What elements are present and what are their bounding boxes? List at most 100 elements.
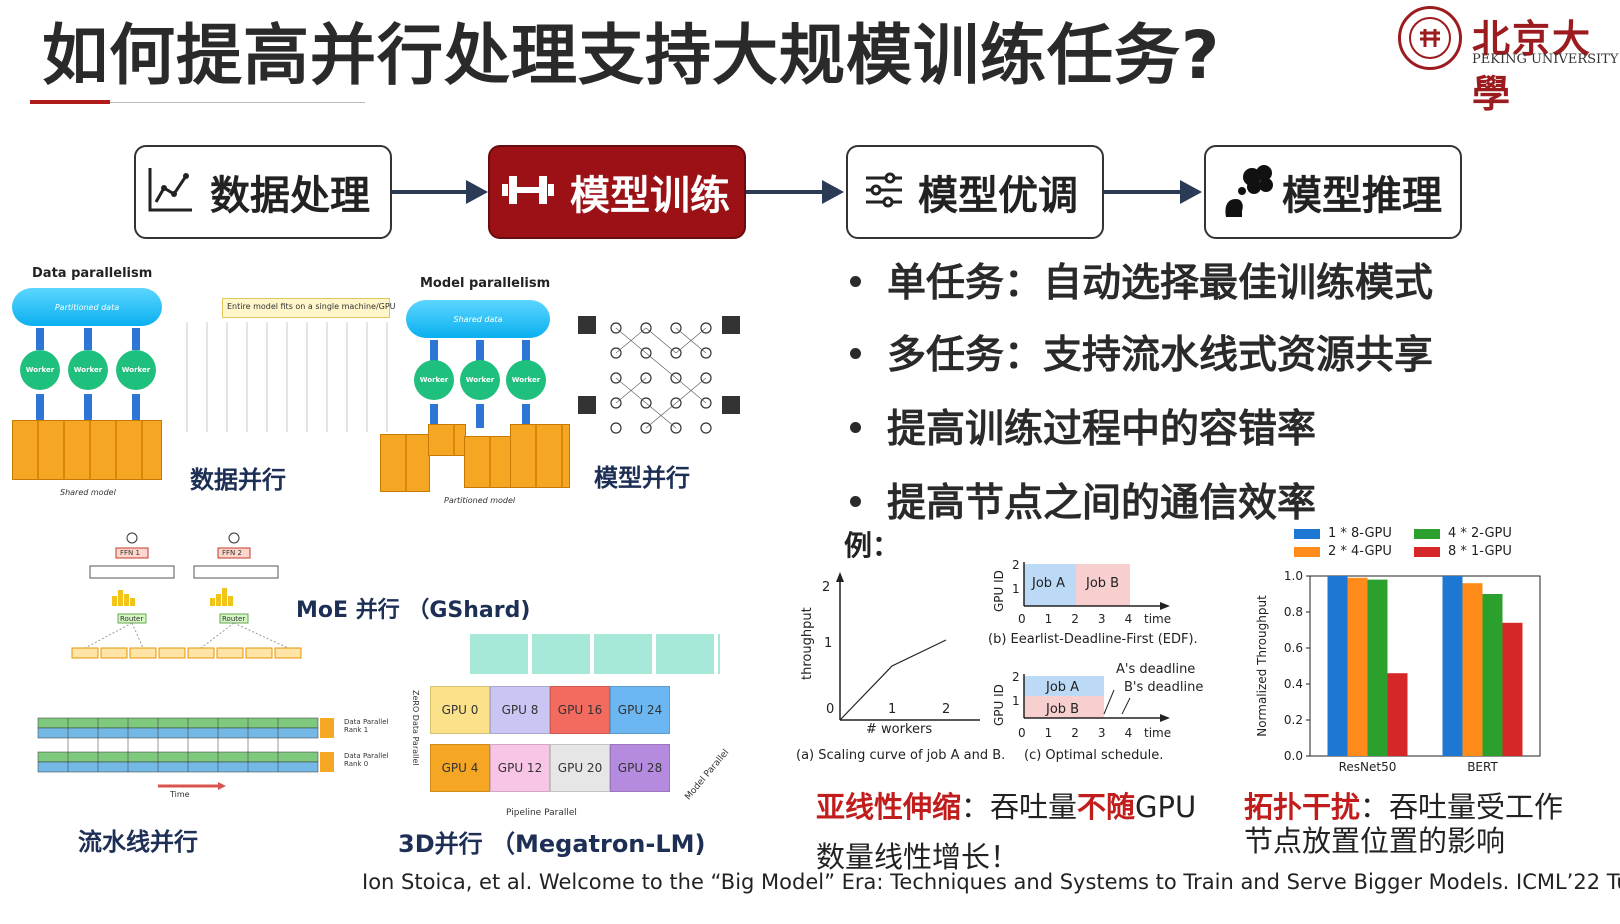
plot-caption: (c) Optimal schedule. — [1024, 748, 1164, 763]
sublinear-note: 亚线性伸缩：吞吐量不随GPU — [816, 790, 1197, 824]
rank-label: Data Parallel Rank 1 — [344, 718, 389, 734]
axis-label: GPU ID — [992, 684, 1006, 726]
job-a-label: Job A — [1046, 680, 1080, 695]
plot-caption: (a) Scaling curve of job A and B. — [796, 748, 1006, 763]
y-axis-label: Normalized Throughput — [1255, 595, 1269, 737]
down-arrow — [430, 340, 438, 362]
model-parallel-diagram: Model parallelism Shared data Worker Wor… — [380, 274, 740, 514]
shared-data-cylinder: Shared data — [406, 300, 550, 338]
time-label: Time — [170, 790, 190, 799]
diagram-heading: Data parallelism — [32, 266, 153, 281]
ffn-label: FFN 1 — [120, 549, 140, 557]
diagram-caption: 数据并行 — [190, 466, 286, 494]
diagram-heading: Model parallelism — [420, 276, 551, 291]
bar — [1462, 583, 1483, 756]
legend-swatch — [1414, 546, 1440, 557]
diagram-caption: 流水线并行 — [78, 828, 198, 856]
axis-label: throughput — [800, 607, 815, 680]
sublinear-note-line2: 数量线性增长！ — [816, 840, 1020, 874]
router-label: Router — [120, 615, 144, 623]
legend-item: 4 * 2-GPU — [1414, 526, 1534, 541]
stage-model-inference[interactable]: 模型推理 — [1204, 145, 1462, 239]
bar — [1347, 577, 1368, 756]
diagram-caption: 模型并行 — [594, 464, 690, 492]
university-name-en: PEKING UNIVERSITY — [1472, 52, 1619, 67]
y-tick-label: 0.4 — [1284, 677, 1303, 691]
chart-legend: 1 * 8-GPU 4 * 2-GPU 2 * 4-GPU 8 * 1-GPU — [1294, 526, 1534, 559]
bullet-dot — [850, 348, 861, 359]
y-tick-label: 0.8 — [1284, 605, 1303, 619]
axis-label-model: Model Parallel — [683, 747, 732, 803]
down-arrow — [476, 340, 484, 362]
gpu-cube: GPU 12 — [490, 744, 550, 792]
sync-steps-graphic — [168, 322, 388, 432]
thinking-head-icon — [1220, 161, 1278, 223]
legend-swatch — [1294, 528, 1320, 539]
model-partition-block — [510, 424, 570, 488]
bar — [1502, 622, 1523, 756]
y-tick-label: 1.0 — [1284, 569, 1303, 583]
3d-parallel-diagram: GPU 0 GPU 8 GPU 16 GPU 24 GPU 4 GPU 12 G… — [410, 630, 732, 820]
tick-label: 1 — [1012, 694, 1020, 708]
neural-network-graphic — [578, 316, 740, 434]
bullet-item: 多任务：支持流水线式资源共享 — [850, 324, 1433, 380]
axis-label: time — [1144, 612, 1172, 626]
tick-label: 1 — [1012, 582, 1020, 596]
moe-diagram: FFN 1 FFN 2 Router Router — [70, 530, 310, 670]
gpu-cube: GPU 16 — [550, 686, 610, 734]
updown-arrow — [522, 404, 530, 428]
sliders-icon — [864, 170, 904, 214]
updown-arrow — [36, 394, 44, 420]
worker-node: Worker — [414, 360, 454, 400]
stage-label: 模型推理 — [1282, 173, 1442, 219]
page-title: 如何提高并行处理支持大规模训练任务? — [42, 17, 1221, 94]
plot-caption: (b) Eearlist-Deadline-First (EDF). — [988, 632, 1198, 647]
gpu-cube: GPU 8 — [490, 686, 550, 734]
legend-swatch — [1294, 546, 1320, 557]
bullet-item: 提高节点之间的通信效率 — [850, 472, 1316, 528]
bar — [1327, 576, 1348, 756]
router-label: Router — [222, 615, 246, 623]
bar — [1387, 673, 1408, 756]
gpu-cube: GPU 0 — [430, 686, 490, 734]
scaling-curve-plot — [836, 572, 980, 721]
stage-data-processing[interactable]: 数据处理 — [134, 145, 392, 239]
model-partition-block — [464, 436, 512, 488]
gpu-cube: GPU 20 — [550, 744, 610, 792]
stage-label: 模型优调 — [918, 173, 1078, 219]
dumbbell-icon — [500, 170, 556, 214]
shared-model-blocks — [12, 420, 162, 480]
axis-label-pipeline: Pipeline Parallel — [506, 808, 577, 818]
title-underline — [110, 102, 365, 103]
bullet-dot — [850, 422, 861, 433]
deadline-label: B's deadline — [1124, 680, 1204, 695]
job-a-label: Job A — [1032, 576, 1066, 591]
partitioned-model-label: Partitioned model — [444, 496, 516, 505]
university-name-cn: 北京大學 — [1472, 16, 1593, 116]
axis-label-zero: ZeRO Data Parallel — [411, 690, 420, 766]
stage-model-tuning[interactable]: 模型优调 — [846, 145, 1104, 239]
bullet-item: 提高训练过程中的容错率 — [850, 398, 1316, 454]
tick-label: 1 — [824, 636, 833, 651]
stage-label: 模型训练 — [570, 173, 730, 219]
down-arrow — [36, 328, 44, 350]
stage-model-training[interactable]: 模型训练 — [488, 145, 746, 239]
x-tick-label: BERT — [1467, 760, 1498, 774]
flow-arrow — [392, 190, 466, 194]
worker-node: Worker — [20, 350, 60, 390]
job-b-label: Job B — [1046, 702, 1080, 717]
bullet-item: 单任务：自动选择最佳训练模式 — [850, 252, 1433, 308]
edf-schedule-plot — [1023, 562, 1170, 610]
model-partition-block — [380, 434, 430, 492]
shared-model-label: Shared model — [60, 488, 116, 497]
worker-node: Worker — [116, 350, 156, 390]
diagram-caption: 3D并行 （Megatron-LM) — [398, 830, 706, 858]
flow-arrowhead — [466, 180, 488, 204]
data-parallel-diagram: Data parallelism Partitioned data Worker… — [10, 264, 396, 514]
x-tick-label: ResNet50 — [1339, 760, 1397, 774]
x-ticks: 0 1 2 3 4 — [1018, 726, 1133, 740]
x-ticks: 0 1 2 3 4 — [1018, 612, 1133, 626]
legend-item: 1 * 8-GPU — [1294, 526, 1414, 541]
bar — [1482, 594, 1503, 756]
